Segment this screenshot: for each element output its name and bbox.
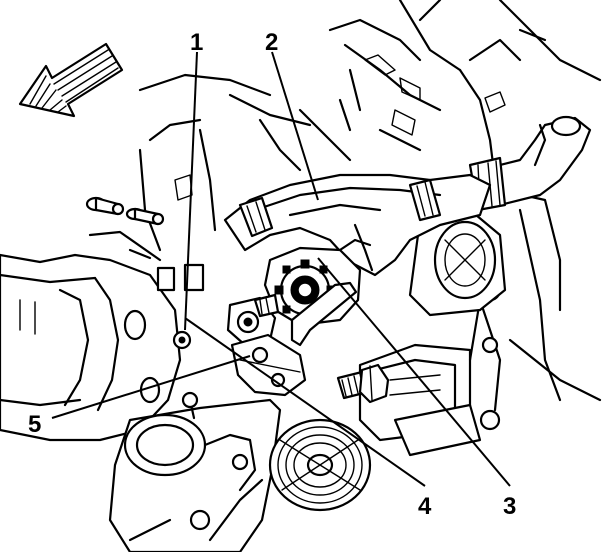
front-of-vehicle-arrow-icon	[18, 42, 124, 118]
callout-labels: 1 2 3 4 5	[28, 29, 516, 520]
right-lower-components	[358, 258, 502, 457]
bolt	[336, 363, 390, 404]
lower-bracket-plate	[230, 333, 307, 397]
upper-coolant-hose	[223, 173, 492, 277]
callout-5: 5	[28, 411, 41, 438]
mounting-bracket	[226, 281, 358, 347]
callout-leader-lines	[51, 51, 511, 487]
callout-3: 3	[503, 493, 516, 520]
callout-1: 1	[190, 29, 203, 56]
leader-line-5	[51, 355, 251, 419]
leader-line-1	[184, 51, 198, 331]
drive-pulley	[268, 418, 372, 512]
leader-line-2	[271, 51, 319, 201]
leader-line-4	[184, 317, 426, 487]
engine-block-background	[138, 0, 602, 412]
lower-left-coolant-pipe	[108, 391, 282, 554]
callout-2: 2	[265, 29, 278, 56]
leader-line-3	[317, 257, 511, 487]
right-side-motor	[408, 208, 507, 317]
bolts-upper-left	[85, 196, 165, 226]
left-housing	[0, 230, 205, 442]
callout-4: 4	[418, 493, 432, 520]
